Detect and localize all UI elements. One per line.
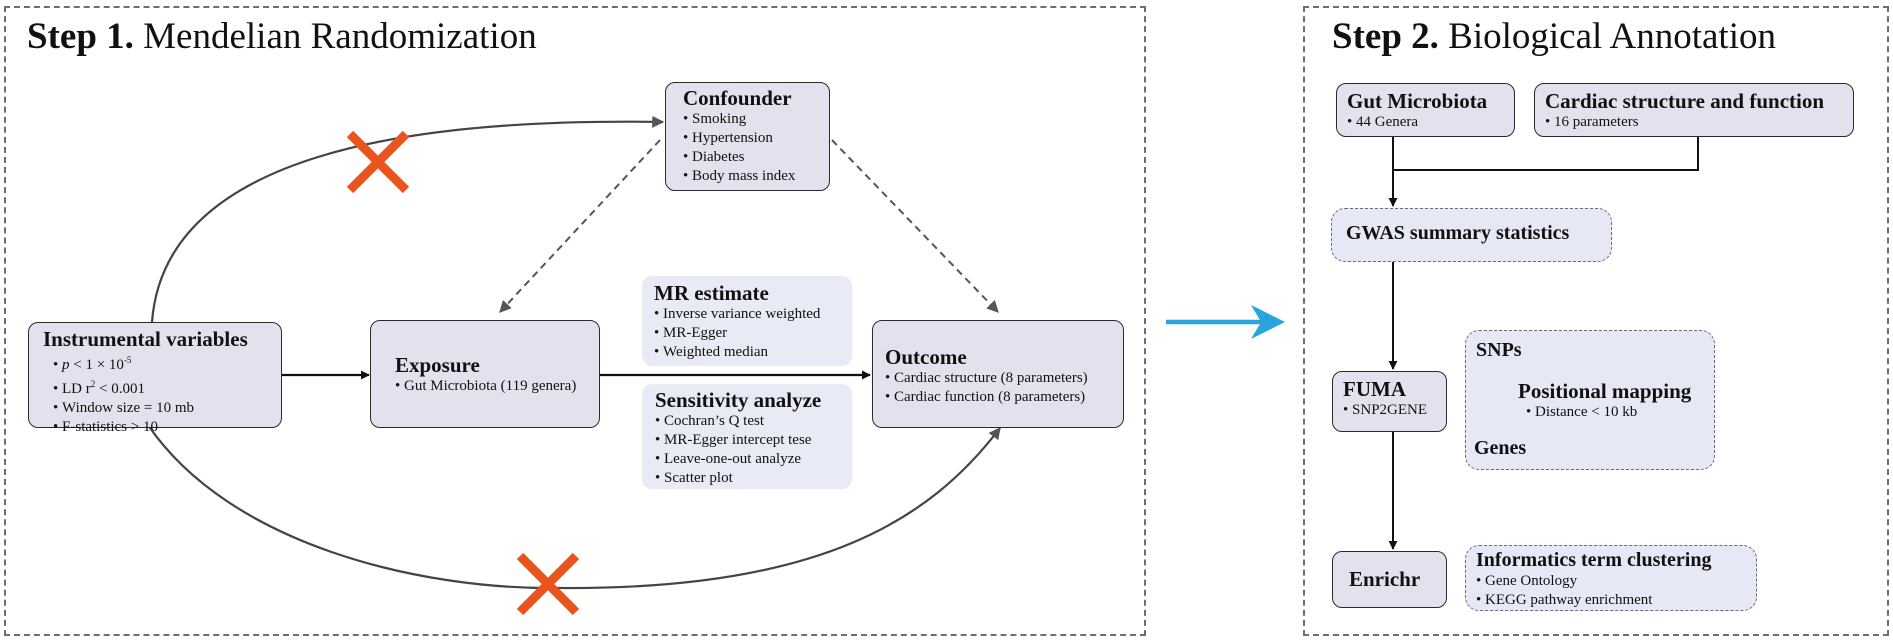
list-item: 16 parameters [1545, 113, 1853, 132]
positional-mapping-list: Distance < 10 kb [1526, 403, 1637, 422]
cardiac-box: Cardiac structure and function 16 parame… [1534, 83, 1854, 137]
cardiac-list: 16 parameters [1545, 113, 1853, 132]
step1-panel [4, 6, 1146, 636]
list-item: MR-Egger [654, 324, 852, 343]
list-item: Gut Microbiota (119 genera) [395, 377, 599, 396]
confounder-box: Confounder Smoking Hypertension Diabetes… [665, 82, 830, 191]
line-cardiac-down [1393, 137, 1699, 171]
genes-label: Genes [1474, 437, 1527, 459]
mr-estimate-title: MR estimate [654, 281, 769, 305]
list-item: p < 1 × 10-5 [53, 351, 281, 375]
arc-iv-to-confounder [150, 115, 665, 323]
list-item: SNP2GENE [1343, 401, 1446, 420]
sensitivity-list: Cochran’s Q test MR-Egger intercept tese… [655, 412, 852, 488]
dashed-arrow-confounder-to-exposure [499, 139, 661, 313]
step1-title-text: Mendelian Randomization [143, 16, 537, 57]
sensitivity-title: Sensitivity analyze [655, 388, 822, 412]
mr-estimate-box: MR estimate Inverse variance weighted MR… [642, 276, 852, 366]
clustering-title: Informatics term clustering [1476, 549, 1712, 571]
instrumental-variables-box: Instrumental variables p < 1 × 10-5 LD r… [28, 322, 282, 435]
instrumental-variables-title: Instrumental variables [43, 327, 248, 351]
enrichr-box: Enrichr [1332, 551, 1447, 608]
gut-microbiota-box: Gut Microbiota 44 Genera [1336, 83, 1515, 137]
enrichr-title: Enrichr [1349, 567, 1421, 591]
snp-mapping-box: SNPs Positional mapping Distance < 10 kb… [1465, 330, 1715, 470]
step2-title-text: Biological Annotation [1448, 16, 1776, 57]
gut-microbiota-title: Gut Microbiota [1347, 89, 1488, 113]
exposure-box: Exposure Gut Microbiota (119 genera) [370, 320, 600, 428]
step2-title: Step 2. Biological Annotation [1332, 18, 1776, 55]
list-item: LD r2 < 0.001 [53, 375, 281, 399]
list-item: Weighted median [654, 343, 852, 362]
list-item: Body mass index [683, 167, 829, 186]
cross-icon [346, 130, 410, 194]
list-item: Hypertension [683, 129, 829, 148]
clustering-box: Informatics term clustering Gene Ontolog… [1465, 545, 1757, 611]
fuma-box: FUMA SNP2GENE [1332, 371, 1447, 432]
exposure-list: Gut Microbiota (119 genera) [395, 377, 599, 396]
confounder-title: Confounder [683, 86, 792, 110]
list-item: Cardiac function (8 parameters) [885, 388, 1123, 407]
list-item: MR-Egger intercept tese [655, 431, 852, 450]
instrumental-variables-list: p < 1 × 10-5 LD r2 < 0.001 Window size =… [43, 351, 281, 437]
step1-label: Step 1. [27, 16, 134, 57]
arc-iv-to-outcome [147, 424, 1001, 590]
list-item: Distance < 10 kb [1526, 403, 1637, 422]
list-item: 44 Genera [1347, 113, 1514, 132]
gut-microbiota-list: 44 Genera [1347, 113, 1514, 132]
list-item: Inverse variance weighted [654, 305, 852, 324]
mr-estimate-list: Inverse variance weighted MR-Egger Weigh… [654, 305, 852, 362]
list-item: KEGG pathway enrichment [1476, 591, 1756, 610]
outcome-title: Outcome [885, 345, 967, 369]
list-item: Gene Ontology [1476, 572, 1756, 591]
list-item: Window size = 10 mb [53, 399, 281, 418]
list-item: F-statistics > 10 [53, 418, 281, 437]
positional-mapping-title: Positional mapping [1518, 379, 1692, 403]
cross-icon [516, 552, 580, 616]
list-item: Leave-one-out analyze [655, 450, 852, 469]
dashed-arrow-confounder-to-outcome [831, 139, 999, 313]
fuma-title: FUMA [1343, 377, 1406, 401]
exposure-title: Exposure [395, 353, 480, 377]
step1-title: Step 1. Mendelian Randomization [27, 18, 537, 55]
snps-label: SNPs [1476, 339, 1522, 361]
list-item: Smoking [683, 110, 829, 129]
list-item: Cochran’s Q test [655, 412, 852, 431]
list-item: Diabetes [683, 148, 829, 167]
step2-panel [1303, 6, 1889, 636]
step2-label: Step 2. [1332, 16, 1439, 57]
list-item: Scatter plot [655, 469, 852, 488]
sensitivity-box: Sensitivity analyze Cochran’s Q test MR-… [642, 384, 852, 489]
gwas-title: GWAS summary statistics [1346, 222, 1570, 244]
fuma-list: SNP2GENE [1343, 401, 1446, 420]
outcome-list: Cardiac structure (8 parameters) Cardiac… [885, 369, 1123, 407]
cardiac-title: Cardiac structure and function [1545, 89, 1825, 113]
confounder-list: Smoking Hypertension Diabetes Body mass … [683, 110, 829, 186]
outcome-box: Outcome Cardiac structure (8 parameters)… [872, 320, 1124, 428]
gwas-box: GWAS summary statistics [1331, 208, 1612, 262]
clustering-list: Gene Ontology KEGG pathway enrichment [1476, 572, 1756, 610]
list-item: Cardiac structure (8 parameters) [885, 369, 1123, 388]
